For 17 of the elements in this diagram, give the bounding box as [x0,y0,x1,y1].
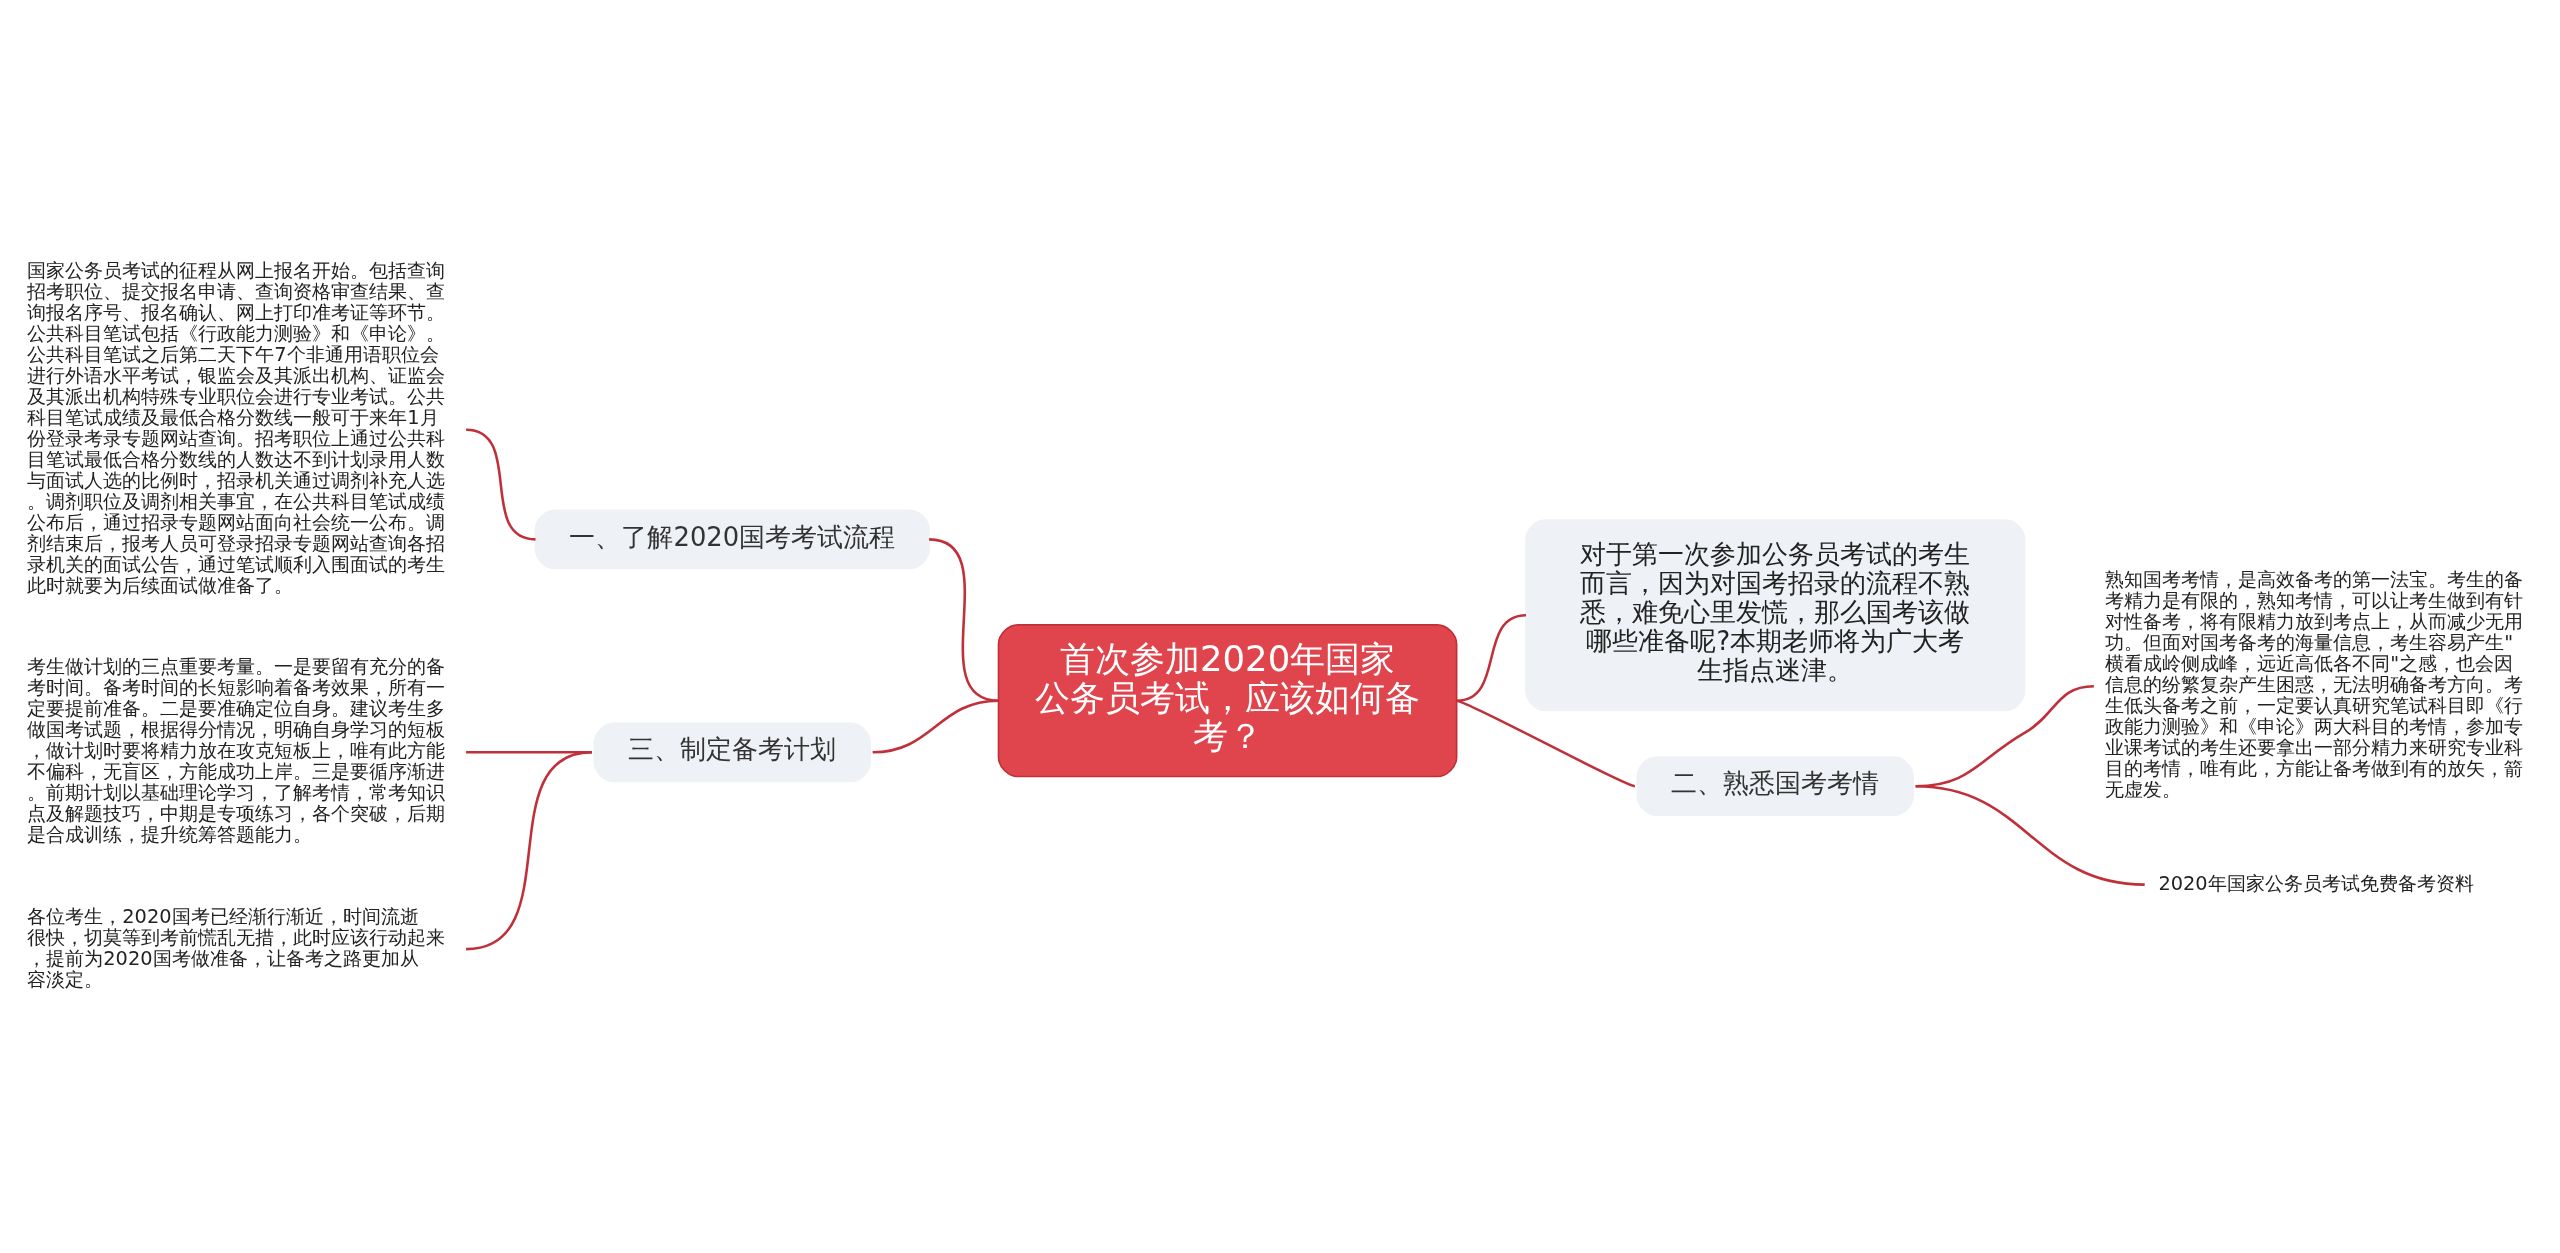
node-box: 三、制定备考计划 [593,722,872,783]
connector [928,538,999,702]
connector [1915,784,2145,886]
connector [465,751,593,951]
connector [465,428,536,541]
connector [872,699,999,754]
node-text: 熟知国考考情，是高效备考的第一法宝。考生的备考精力是有限的，熟知考情，可以让考生做到有针对性备考，将有限精力放到考点上，从而减少无用功。但面对国考备考的海量信息，考生容易产生"横看成岭侧成峰，远近高低各不同"之感，也会因信息的纷繁复杂产生困惑，无法明确备考方向。考生低头备考之前，一定要认真研究笔试科目即《行政能力测验》和《申论》两大科目的考情，参加专业课考试的考生还要拿出一部分精力来研究专业科目的考情，唯有此，方能让备考做到有的放矢，箭无虚发。 [2105,568,2524,802]
node-box: 首次参加2020年国家公务员考试，应该如何备考？ [997,624,1458,778]
node-text: 考生做计划的三点重要考量。一是要留有充分的备考时间。备考时间的长短影响着备考效果，所有一定要提前准备。二是要准确定位自身。建议考生多做国考试题，根据得分情况，明确自身学习的短板，做计划时要将精力放在攻克短板上，唯有此方能不偏科，无盲区，方能成功上岸。三是要循序渐进。前期计划以基础理论学习，了解考情，常考知识点及解题技巧，中期是专项练习，各个突破，后期是合成训练，提升统筹答题能力。 [27,655,446,847]
node-box: 对于第一次参加公务员考试的考生而言，因为对国考招录的流程不熟悉，难免心里发慌，那么国考该做哪些准备呢?本期老师将为广大考生指点迷津。 [1525,519,2026,712]
node-box: 二、熟悉国考考情 [1636,756,1914,817]
node-box: 一、了解2020国考考试流程 [534,509,930,570]
connector [1456,699,1636,788]
node-text: 国家公务员考试的征程从网上报名开始。包括查询招考职位、提交报名申请、查询资格审查结果、查询报名序号、报名确认、网上打印准考证等环节。公共科目笔试包括《行政能力测验》和《申论》。公共科目笔试之后第二天下午7个非通用语职位会进行外语水平考试，银监会及其派出机构、证监会及其派出机构特殊专业职位会进行专业考试。公共科目笔试成绩及最低合格分数线一般可于来年1月份登录考录专题网站查询。招考职位上通过公共科目笔试最低合格分数线的人数达不到计划录用人数与面试人选的比例时，招录机关通过调剂补充人选。调剂职位及调剂相关事宜，在公共科目笔试成绩公布后，通过招录专题网站面向社会统一公布。调剂结束后，报考人员可登录招录专题网站查询各招录机关的面试公告，通过笔试顺利入围面试的考生此时就要为后续面试做准备了。 [27,259,446,597]
node-text: 各位考生，2020国考已经渐行渐近，时间流逝很快，切莫等到考前慌乱无措，此时应该行动起来，提前为2020国考做准备，让备考之路更加从容淡定。 [27,904,446,991]
connector [1456,613,1527,702]
node-text: 2020年国家公务员考试免费备考资料 [2158,871,2474,895]
